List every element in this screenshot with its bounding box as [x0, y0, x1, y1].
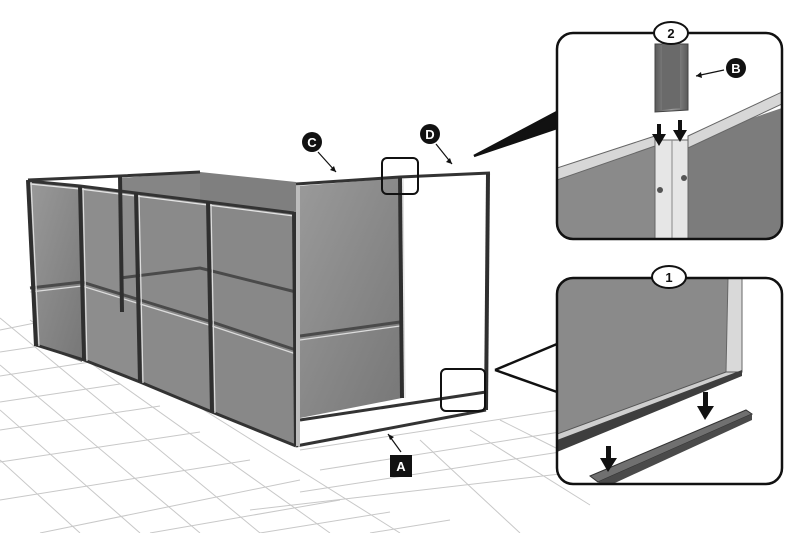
step-badge-1-label: 1	[665, 270, 672, 285]
detail-panel-top: 2 B	[555, 21, 784, 241]
end-panel-left	[28, 181, 82, 362]
panel-c	[298, 178, 402, 418]
arrow-down-icon	[697, 392, 714, 420]
callout-c-label: C	[307, 135, 317, 150]
callout-b-label: B	[731, 61, 740, 76]
panel-d-opening	[400, 175, 488, 398]
step-badge-2-label: 2	[667, 26, 674, 41]
front-panel-2	[136, 193, 212, 412]
front-panel-3	[208, 202, 296, 446]
callout-d: D	[420, 124, 453, 165]
arrow-down-icon	[600, 446, 617, 472]
callout-a: A	[387, 433, 412, 477]
callout-b: B	[695, 58, 746, 78]
step-badge-2	[653, 21, 689, 45]
detail-panel-bottom: 1	[555, 265, 784, 486]
highlight-top-joint	[381, 157, 419, 195]
callout-a-label: A	[396, 459, 406, 474]
callout-c: C	[302, 132, 337, 173]
callout-d-label: D	[425, 127, 434, 142]
highlight-bottom-track	[440, 368, 486, 412]
step-badge-1	[651, 265, 687, 289]
enclosure	[26, 170, 491, 448]
floor-grid	[0, 317, 591, 533]
arrow-down-icon	[673, 120, 687, 142]
arrow-down-icon	[652, 124, 666, 146]
front-panel-1	[80, 186, 140, 382]
